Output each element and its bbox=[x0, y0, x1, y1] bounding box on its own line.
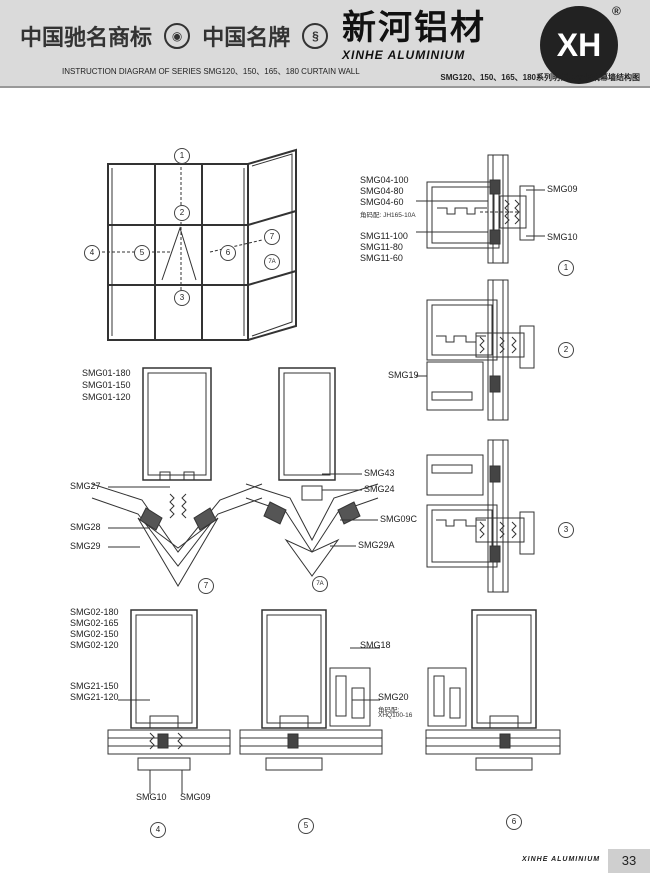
label-smg09c: SMG09C bbox=[380, 514, 418, 524]
label-smg10: SMG10 bbox=[547, 232, 578, 242]
d1-corner-note: 角码配: JH165-10A bbox=[360, 212, 416, 219]
brand-block: 新河铝材 XINHE ALUMINIUM bbox=[342, 8, 522, 62]
label-smg21-150: SMG21-150 bbox=[70, 681, 119, 691]
brand-seal-icon: § bbox=[302, 23, 329, 49]
label-smg11-80: SMG11-80 bbox=[360, 242, 403, 252]
label-smg01-150: SMG01-150 bbox=[82, 380, 131, 390]
d5-corner-note: 角码配: bbox=[378, 707, 400, 714]
section-callout-6: 6 bbox=[506, 814, 522, 830]
section-callout-4: 4 bbox=[150, 822, 166, 838]
header-rule bbox=[0, 86, 650, 88]
trademark-seal-icon: ◉ bbox=[164, 23, 191, 49]
label-smg04-100: SMG04-100 bbox=[360, 175, 409, 185]
elevation-callout-4: 4 bbox=[84, 245, 100, 261]
section-4-diagram bbox=[107, 609, 231, 794]
section-7-diagram bbox=[91, 367, 263, 587]
registered-mark: ® bbox=[612, 4, 621, 18]
label-smg29: SMG29 bbox=[70, 541, 101, 551]
xh-logo: XH bbox=[540, 6, 618, 84]
section-6-diagram bbox=[425, 609, 561, 771]
label-smg24: SMG24 bbox=[364, 484, 395, 494]
label-smg02-180: SMG02-180 bbox=[70, 607, 119, 617]
label-smg02-165: SMG02-165 bbox=[70, 618, 119, 628]
footer-brand: XINHE ALUMINIUM bbox=[522, 856, 601, 863]
famous-brand-text: 中国名牌 bbox=[202, 25, 291, 50]
page-header: 中国驰名商标 ◉ 中国名牌 § 新河铝材 XINHE ALUMINIUM XH … bbox=[0, 0, 650, 88]
elevation-callout-7: 7 bbox=[264, 229, 280, 245]
trademark-line: 中国驰名商标 ◉ 中国名牌 § bbox=[20, 20, 334, 52]
elevation-callout-7a: 7A bbox=[264, 254, 280, 270]
label-smg02-150: SMG02-150 bbox=[70, 629, 119, 639]
label-smg21-120: SMG21-120 bbox=[70, 692, 119, 702]
elevation-diagram bbox=[97, 148, 297, 341]
label-smg27: SMG27 bbox=[70, 481, 101, 491]
section-callout-3: 3 bbox=[558, 522, 574, 538]
label-smg18: SMG18 bbox=[360, 640, 391, 650]
section-callout-7a: 7A bbox=[312, 576, 328, 592]
label-smg09: SMG09 bbox=[547, 184, 578, 194]
label-d4-smg10: SMG10 bbox=[136, 792, 167, 802]
label-smg43: SMG43 bbox=[364, 468, 395, 478]
elevation-callout-5: 5 bbox=[134, 245, 150, 261]
section-callout-2: 2 bbox=[558, 342, 574, 358]
elevation-callout-3: 3 bbox=[174, 290, 190, 306]
elevation-callout-6: 6 bbox=[220, 245, 236, 261]
section-3-diagram bbox=[426, 439, 535, 593]
subtitle-cn: SMG120、150、165、180系列明框中空玻璃幕墙结构图 bbox=[440, 73, 640, 82]
label-smg04-60: SMG04-60 bbox=[360, 197, 404, 207]
section-callout-7: 7 bbox=[198, 578, 214, 594]
label-smg02-120: SMG02-120 bbox=[70, 640, 119, 650]
section-2-diagram bbox=[416, 279, 535, 421]
famous-trademark-text: 中国驰名商标 bbox=[20, 25, 153, 50]
label-smg29a: SMG29A bbox=[358, 540, 395, 550]
label-d4-smg09: SMG09 bbox=[180, 792, 211, 802]
label-smg11-60: SMG11-60 bbox=[360, 253, 403, 263]
brand-name-cn: 新河铝材 bbox=[342, 8, 486, 48]
elevation-callout-1: 1 bbox=[174, 148, 190, 164]
section-5-diagram bbox=[239, 609, 383, 771]
section-callout-5: 5 bbox=[298, 818, 314, 834]
brand-name-en: XINHE ALUMINIUM bbox=[342, 48, 466, 62]
elevation-callout-2: 2 bbox=[174, 205, 190, 221]
label-smg28: SMG28 bbox=[70, 522, 101, 532]
label-smg19: SMG19 bbox=[388, 370, 419, 380]
label-smg01-120: SMG01-120 bbox=[82, 392, 131, 402]
page-number: 33 bbox=[608, 849, 650, 873]
label-smg11-100: SMG11-100 bbox=[360, 231, 408, 241]
label-smg01-180: SMG01-180 bbox=[82, 368, 131, 378]
instruction-title: INSTRUCTION DIAGRAM OF SERIES SMG120、150… bbox=[62, 67, 360, 76]
section-1-diagram bbox=[416, 154, 545, 264]
d5-corner-note-code: XHQ100-16 bbox=[378, 712, 413, 719]
section-7a-diagram bbox=[245, 367, 379, 577]
label-smg20: SMG20 bbox=[378, 692, 409, 702]
label-smg04-80: SMG04-80 bbox=[360, 186, 404, 196]
section-callout-1: 1 bbox=[558, 260, 574, 276]
